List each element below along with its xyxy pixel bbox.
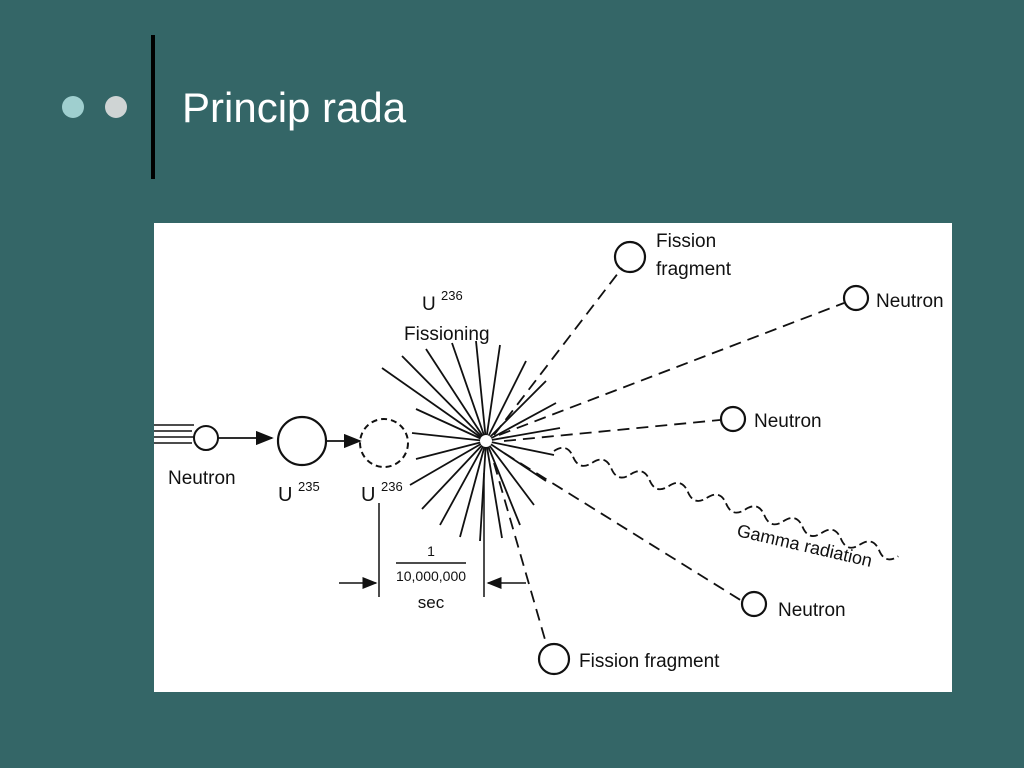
- neutron-bottom-label: Neutron: [778, 600, 846, 621]
- slide-title: Princip rada: [182, 84, 407, 131]
- incoming-neutron-label: Neutron: [168, 468, 236, 489]
- incoming-neutron-circle: [193, 425, 219, 451]
- decorative-dot-icon: [105, 96, 127, 118]
- neutron-middle: [719, 405, 747, 433]
- u235-label: U 235: [278, 479, 320, 506]
- fission-diagram: Neutron U 235 U 236 1 10: [154, 223, 952, 692]
- fissioning-label: Fissioning: [404, 324, 490, 345]
- fission-burst: [381, 340, 561, 542]
- fission-fragment-top-label-line1: Fission: [656, 231, 716, 252]
- neutron-bottom: [740, 590, 768, 618]
- fission-fragment-top: [613, 240, 647, 274]
- time-interval: [339, 473, 526, 597]
- u235-nucleus: [276, 415, 328, 467]
- time-numerator: 1: [427, 543, 435, 559]
- gamma-radiation-label: Gamma radiation: [735, 520, 874, 571]
- fission-fragment-top-label-line2: fragment: [656, 259, 732, 280]
- fission-core: [480, 435, 492, 447]
- neutron-middle-label: Neutron: [754, 411, 822, 432]
- time-unit: sec: [418, 593, 445, 612]
- title-divider: [151, 35, 155, 179]
- neutron-top: [842, 284, 870, 312]
- motion-lines: [154, 424, 194, 444]
- fission-fragment-bottom-label: Fission fragment: [579, 651, 720, 672]
- decorative-dot-icon: [62, 96, 84, 118]
- u236-nucleus: [359, 418, 409, 468]
- fission-fragment-bottom: [537, 642, 571, 676]
- fission-diagram-svg: Neutron U 235 U 236 1 10: [154, 231, 944, 676]
- product-paths: [493, 267, 845, 644]
- neutron-top-label: Neutron: [876, 291, 944, 312]
- fissioning-u236-label: U 236: [422, 288, 463, 315]
- time-denominator: 10,000,000: [396, 568, 466, 584]
- u236-label: U 236: [361, 479, 403, 506]
